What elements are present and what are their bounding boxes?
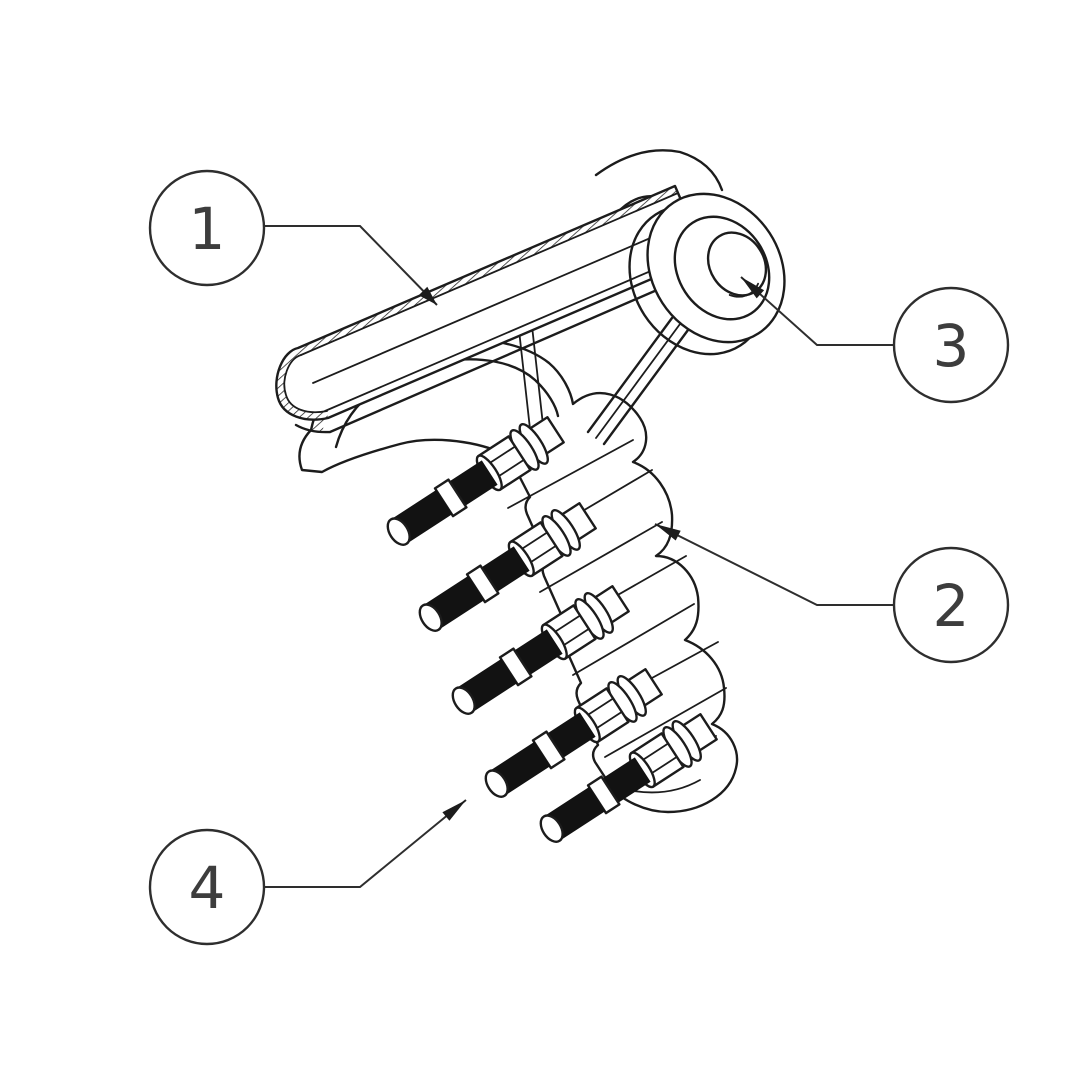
part-strap [275, 184, 707, 434]
leader-arrow-3 [741, 277, 765, 299]
leader-line-1 [264, 225, 438, 306]
callout-3-bubble: 3 [892, 286, 1010, 404]
leader-arrow-2 [655, 524, 681, 541]
callout-1-bubble: 1 [148, 169, 266, 287]
u-bolt [484, 668, 663, 798]
callout-bubbles: 1 3 2 4 [148, 169, 1010, 946]
eye-to-body-link [586, 316, 690, 446]
u-bolt [386, 416, 565, 546]
leader-line-3 [740, 276, 894, 346]
part-u-bolts [386, 416, 718, 843]
callout-4-bubble: 4 [148, 828, 266, 946]
leader-arrow-1 [418, 286, 437, 305]
callout-leaders [264, 225, 894, 888]
u-bolt [451, 585, 630, 715]
callout-1-label: 1 [189, 195, 226, 263]
leader-line-2 [654, 523, 894, 606]
leader-line-4 [264, 799, 467, 888]
callout-3-label: 3 [933, 312, 970, 380]
callout-2-bubble: 2 [892, 546, 1010, 664]
u-bolt [418, 502, 597, 632]
part-eye-ring [628, 192, 786, 356]
callout-4-label: 4 [189, 854, 226, 922]
leader-arrow-4 [442, 800, 466, 821]
u-bolt [539, 713, 718, 843]
callout-2-label: 2 [933, 572, 970, 640]
